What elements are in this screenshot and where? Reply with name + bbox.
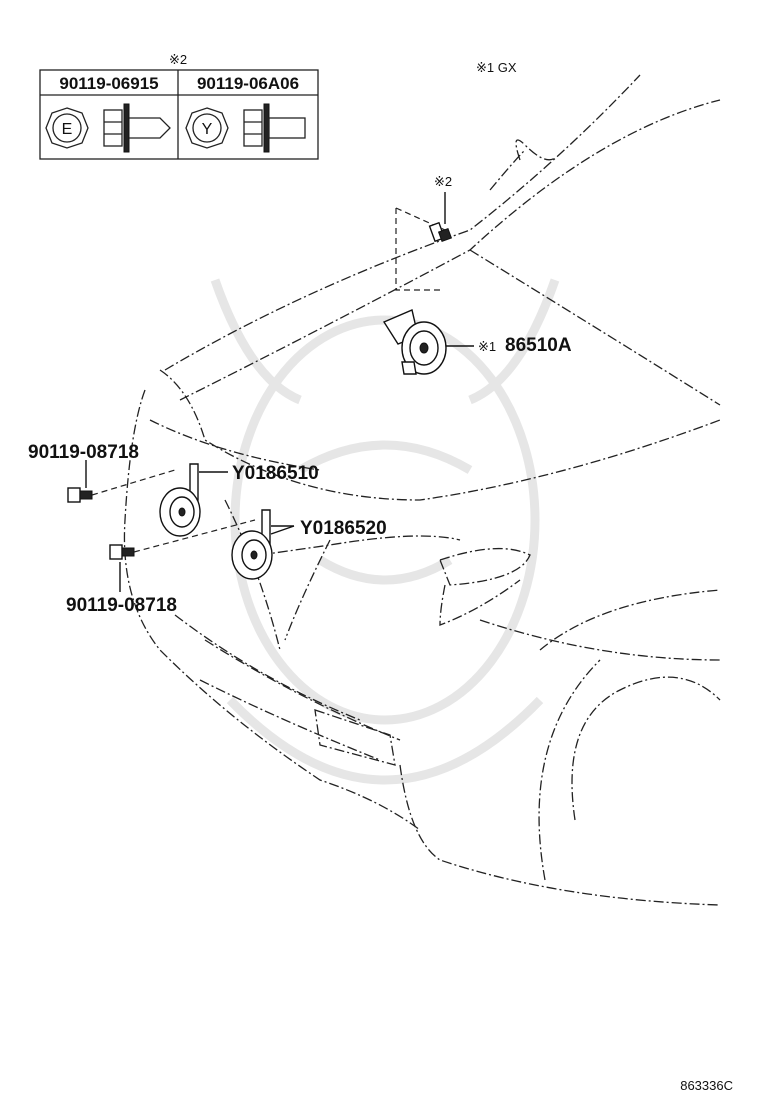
- horn-a-label: Y0186510: [232, 463, 319, 484]
- top-bolt-note: ※2: [434, 174, 452, 189]
- bolt-side-e-icon: [103, 103, 171, 153]
- horn-high-part-label: 86510A: [505, 335, 572, 356]
- table-code-1: E: [62, 121, 73, 138]
- horn-b-label: Y0186520: [300, 518, 387, 539]
- bolt-head-y-icon: Y: [185, 107, 229, 149]
- bolt-lower-icon: [109, 519, 256, 560]
- horn-high-note: ※1: [478, 339, 496, 354]
- vehicle-outline: [123, 74, 721, 906]
- table-part-no-1: 90119-06915: [59, 74, 158, 93]
- bolt-head-e-icon: E: [45, 107, 89, 149]
- table-code-2: Y: [202, 121, 213, 138]
- bolt-lower-label: 90119-08718: [66, 595, 177, 616]
- bolt-upper-label: 90119-08718: [28, 442, 139, 463]
- table-note-mark: ※2: [169, 52, 187, 67]
- bolt-side-y-icon: [243, 103, 306, 153]
- variant-note: ※1 GX: [476, 60, 517, 75]
- horn-high-86510a: [382, 207, 474, 375]
- fastener-table: ※2 90119-06915 90119-06A06 E Y: [39, 52, 319, 160]
- horn-y0186510: [159, 463, 201, 537]
- watermark-emblem: [210, 278, 560, 785]
- table-part-no-2: 90119-06A06: [197, 74, 299, 93]
- diagram-id: 863336C: [680, 1078, 733, 1093]
- horn-y0186520: [231, 509, 273, 580]
- bolt-upper-icon: [67, 469, 176, 503]
